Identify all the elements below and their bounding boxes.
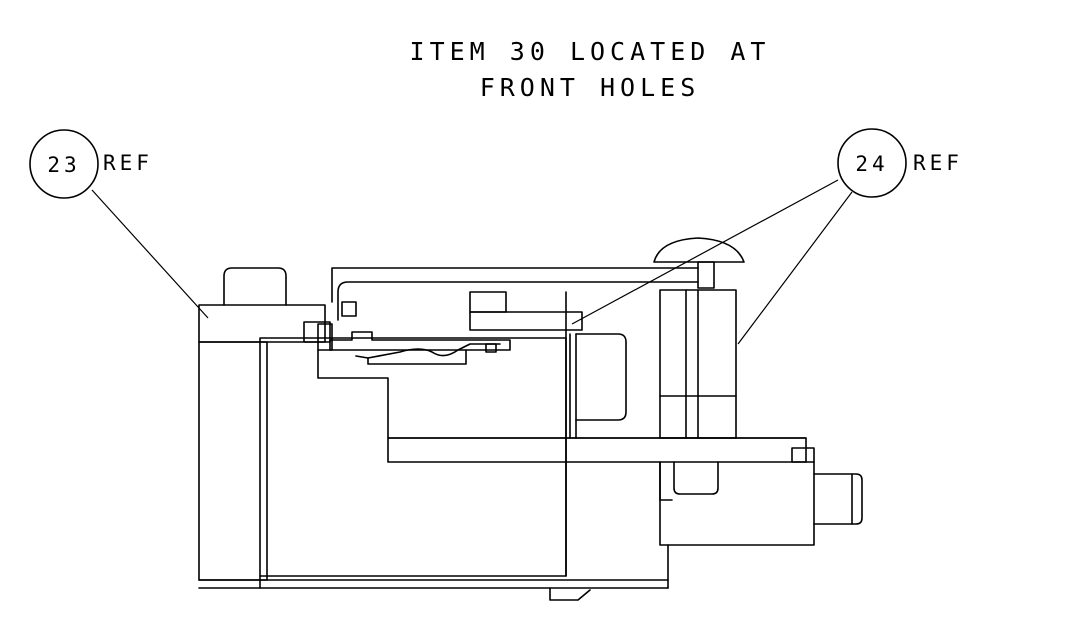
spring-leaf bbox=[355, 343, 501, 359]
left-knob bbox=[223, 267, 287, 306]
block-stack-bar bbox=[469, 311, 583, 331]
boss-nub bbox=[673, 461, 719, 495]
note-line-2: FRONT HOLES bbox=[480, 73, 701, 102]
upper-bracket bbox=[331, 267, 699, 303]
callout-23-balloon bbox=[29, 129, 99, 199]
callout-24: 24 REF bbox=[571, 128, 963, 345]
bottom-plate bbox=[387, 437, 807, 463]
callout-23-number: 23 bbox=[47, 153, 80, 177]
assembly-outline bbox=[198, 237, 863, 601]
small-block-3 bbox=[317, 323, 333, 351]
block-stack-top bbox=[469, 291, 507, 313]
spring-pin bbox=[485, 343, 497, 353]
main-housing bbox=[198, 341, 268, 581]
callout-24-number: 24 bbox=[855, 152, 888, 176]
lower-boss bbox=[659, 461, 815, 546]
callout-24-ref: REF bbox=[913, 151, 963, 175]
callout-24-balloon bbox=[837, 128, 907, 198]
right-cap bbox=[575, 333, 627, 421]
small-block-2 bbox=[303, 321, 331, 343]
callout-23: 23 REF bbox=[29, 129, 209, 319]
callout-24-leader-b bbox=[737, 191, 853, 345]
callout-24-leader-a bbox=[571, 179, 839, 325]
callout-23-leader bbox=[91, 189, 209, 319]
boss-step bbox=[659, 461, 673, 501]
bolt-shank bbox=[697, 261, 715, 289]
upper-bracket-inner bbox=[337, 281, 699, 321]
base-tab bbox=[549, 587, 591, 601]
inner-housing bbox=[259, 337, 567, 577]
note-line-1: ITEM 30 LOCATED AT bbox=[410, 37, 771, 66]
bolt-head bbox=[653, 237, 745, 263]
small-block-1 bbox=[341, 301, 357, 317]
spring-base bbox=[367, 349, 467, 365]
left-plate bbox=[198, 304, 326, 343]
spring-carrier bbox=[329, 331, 511, 351]
callout-23-ref: REF bbox=[103, 151, 153, 175]
plate-lip bbox=[791, 447, 815, 463]
shaft bbox=[813, 473, 863, 525]
